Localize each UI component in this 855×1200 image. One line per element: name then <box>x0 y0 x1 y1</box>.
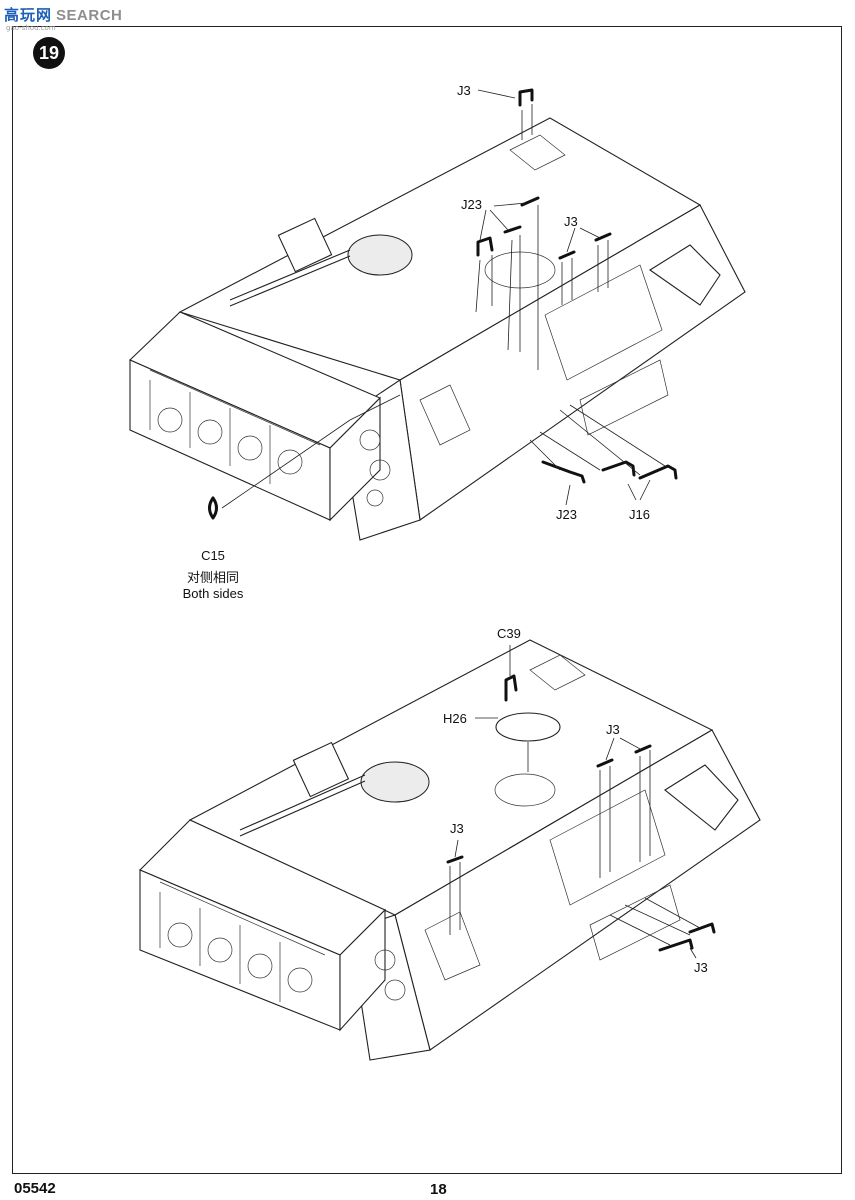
label-j23-top: J23 <box>461 197 482 212</box>
step-number-badge: 19 <box>33 37 65 69</box>
label-j3-lower-top: J3 <box>606 722 620 737</box>
watermark-logo: 高玩网 SEARCH <box>4 4 122 25</box>
page-number: 18 <box>430 1181 447 1198</box>
lower-parts <box>446 645 716 959</box>
watermark-subtext: gao-shou.com <box>6 24 56 32</box>
label-j3-mid: J3 <box>564 214 578 229</box>
label-c39: C39 <box>497 626 521 641</box>
upper-vehicle-hull <box>129 117 746 541</box>
label-j3-top: J3 <box>457 83 471 98</box>
label-c15: C15 <box>201 548 225 563</box>
product-code: 05542 <box>14 1180 56 1197</box>
watermark-english: SEARCH <box>56 7 123 24</box>
watermark-chinese: 高玩网 <box>4 7 53 24</box>
label-both-sides-en: Both sides <box>182 586 244 601</box>
label-j16: J16 <box>629 507 650 522</box>
upper-parts <box>208 88 678 520</box>
label-j3-lower-left: J3 <box>450 821 464 836</box>
label-both-sides-cn: 对侧相同 <box>186 571 239 586</box>
label-j3-lower-right: J3 <box>694 960 708 975</box>
label-h26: H26 <box>443 711 467 726</box>
label-j23-bottom: J23 <box>556 507 577 522</box>
page-frame <box>12 26 842 1174</box>
lower-vehicle-hull <box>139 639 761 1061</box>
